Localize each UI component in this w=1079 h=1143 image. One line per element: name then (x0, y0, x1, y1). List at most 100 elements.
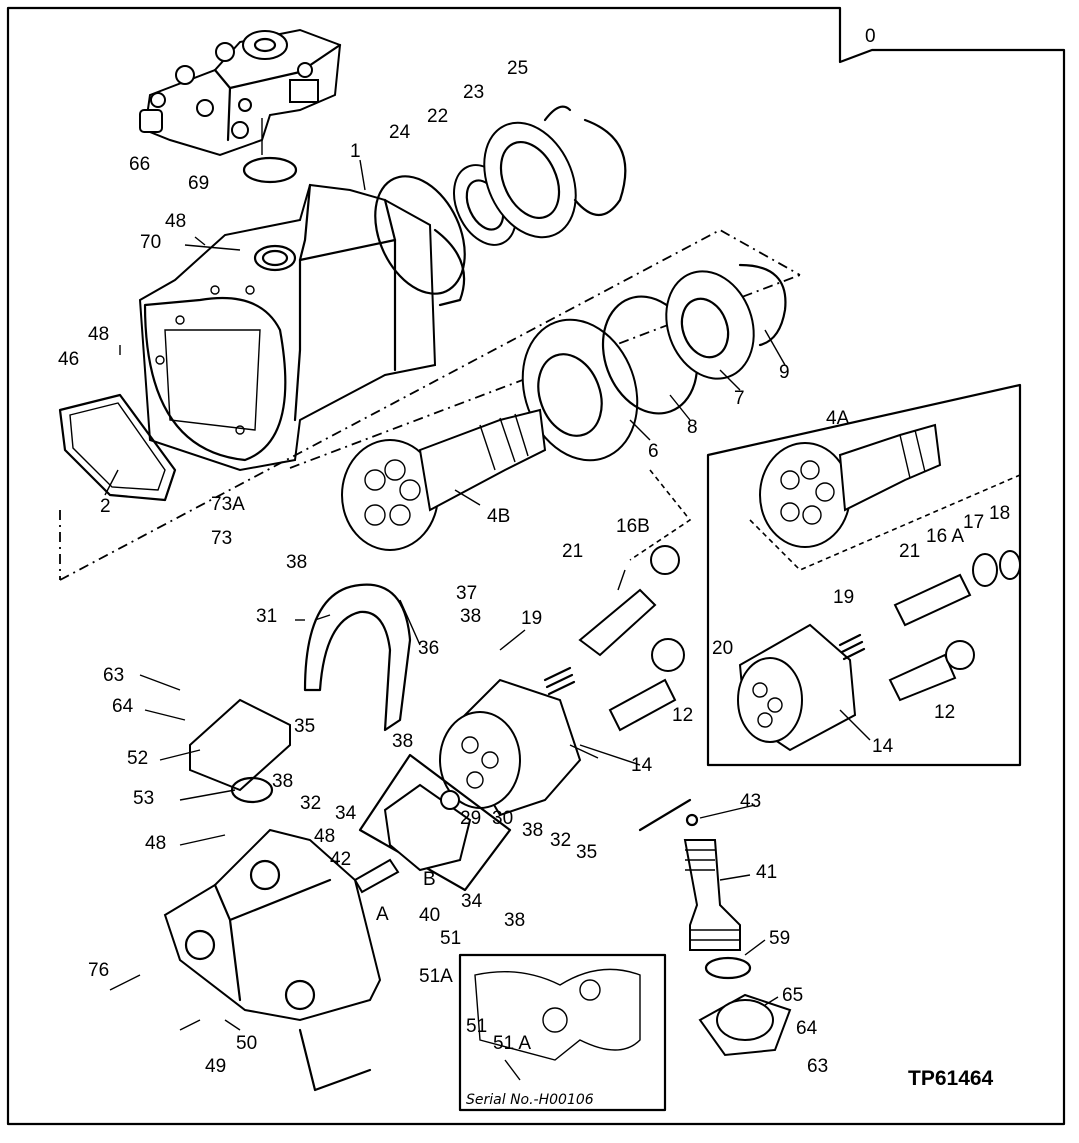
part-4b-shaft-assembly (341, 408, 547, 551)
part-2-gasket (58, 393, 177, 502)
label-35a: 35 (294, 716, 315, 737)
label-66: 66 (129, 154, 150, 175)
label-20: 20 (712, 638, 733, 659)
label-76: 76 (88, 960, 109, 981)
detail-box-4a (706, 383, 1022, 767)
part-14b-cylinder-block (737, 623, 857, 752)
part-16b-piston (578, 545, 680, 657)
sheet-border (6, 6, 1066, 1126)
part-6-bearing (521, 318, 639, 462)
label-16b: 16B (616, 516, 650, 537)
label-17: 17 (963, 512, 984, 533)
part-59-o-ring (704, 956, 752, 980)
label-63a: 63 (103, 665, 124, 686)
label-35b: 35 (576, 842, 597, 863)
label-32a: 32 (300, 793, 321, 814)
leader-lines (104, 159, 871, 1031)
label-4a: 4A (826, 408, 850, 429)
label-48b: 48 (88, 324, 109, 345)
label-2: 2 (100, 496, 111, 517)
label-6: 6 (648, 441, 659, 462)
label-32b: 32 (550, 830, 571, 851)
part-7-bearing (665, 270, 755, 380)
label-51b: 51 (466, 1016, 487, 1037)
label-48d: 48 (314, 826, 335, 847)
label-21a: 21 (562, 541, 583, 562)
label-14a: 14 (631, 755, 653, 776)
label-53: 53 (133, 788, 154, 809)
label-19b: 19 (833, 587, 854, 608)
label-30: 30 (492, 808, 513, 829)
label-38c: 38 (392, 731, 413, 752)
label-63b: 63 (807, 1056, 828, 1077)
label-65: 65 (782, 985, 803, 1006)
label-16a: 16 A (926, 526, 964, 547)
label-34b: 34 (461, 891, 483, 912)
lower-regulator-housing (163, 828, 382, 1022)
port-label-b: B (423, 869, 436, 890)
part-4a-shaft-assembly (759, 423, 942, 548)
label-23: 23 (463, 82, 484, 103)
part-9-ring-nut (738, 263, 787, 347)
label-4b: 4B (487, 506, 510, 527)
label-41: 41 (756, 862, 777, 883)
part-25-snap-ring (573, 118, 627, 216)
part-12a-piston (608, 638, 685, 732)
label-42: 42 (330, 849, 351, 870)
serial-inset-box (458, 953, 667, 1112)
label-12b: 12 (934, 702, 955, 723)
part-labels: 0 1 2 4A 4B 6 7 8 9 12 12 14 14 16 A 16B… (58, 26, 1010, 1090)
label-64b: 64 (796, 1018, 818, 1039)
label-0: 0 (865, 26, 876, 47)
label-34a: 34 (335, 803, 357, 824)
label-18: 18 (989, 503, 1010, 524)
label-49: 49 (205, 1056, 226, 1077)
part-30-pin (440, 790, 460, 810)
label-59: 59 (769, 928, 790, 949)
label-37: 37 (456, 583, 477, 604)
label-73a: 73A (211, 494, 245, 515)
label-36: 36 (418, 638, 439, 659)
label-24: 24 (389, 122, 411, 143)
label-46: 46 (58, 349, 79, 370)
label-19a: 19 (521, 608, 542, 629)
figure-reference-number: TP61464 (908, 1067, 994, 1090)
part-65-cover (698, 993, 792, 1057)
part-19a-spring (543, 666, 576, 696)
part-69-o-ring (242, 156, 298, 184)
label-1: 1 (350, 141, 361, 162)
label-51aa: 51A (419, 966, 453, 987)
label-51ab: 51 A (493, 1033, 531, 1054)
part-66-valve-block (139, 28, 342, 157)
label-21b: 21 (899, 541, 920, 562)
label-70: 70 (140, 232, 161, 253)
label-38a: 38 (286, 552, 307, 573)
label-40: 40 (419, 905, 440, 926)
label-52: 52 (127, 748, 148, 769)
part-14a-cylinder-block (439, 678, 582, 817)
label-38d: 38 (272, 771, 293, 792)
part-23-seal-cover (483, 121, 577, 239)
label-8: 8 (687, 417, 698, 438)
label-38e: 38 (522, 820, 543, 841)
port-label-a: A (376, 904, 389, 925)
serial-note: Serial No.-H00106 (466, 1092, 594, 1108)
label-73: 73 (211, 528, 232, 549)
part-42-port-screw (353, 858, 400, 894)
label-7: 7 (734, 388, 745, 409)
part-24-ring (374, 175, 466, 295)
part-16a-piston (893, 550, 1021, 627)
part-31-swash-yoke (303, 583, 412, 732)
part-19b-spring (838, 633, 866, 661)
label-50: 50 (236, 1033, 257, 1054)
part-41-plug (683, 839, 741, 951)
label-9: 9 (779, 362, 790, 383)
label-64a: 64 (112, 696, 134, 717)
label-31: 31 (256, 606, 277, 627)
label-25: 25 (507, 58, 528, 79)
label-12a: 12 (672, 705, 693, 726)
part-52-cover-plate (189, 698, 291, 792)
part-12b-piston (888, 640, 975, 702)
part-1-pump-housing (138, 183, 466, 472)
